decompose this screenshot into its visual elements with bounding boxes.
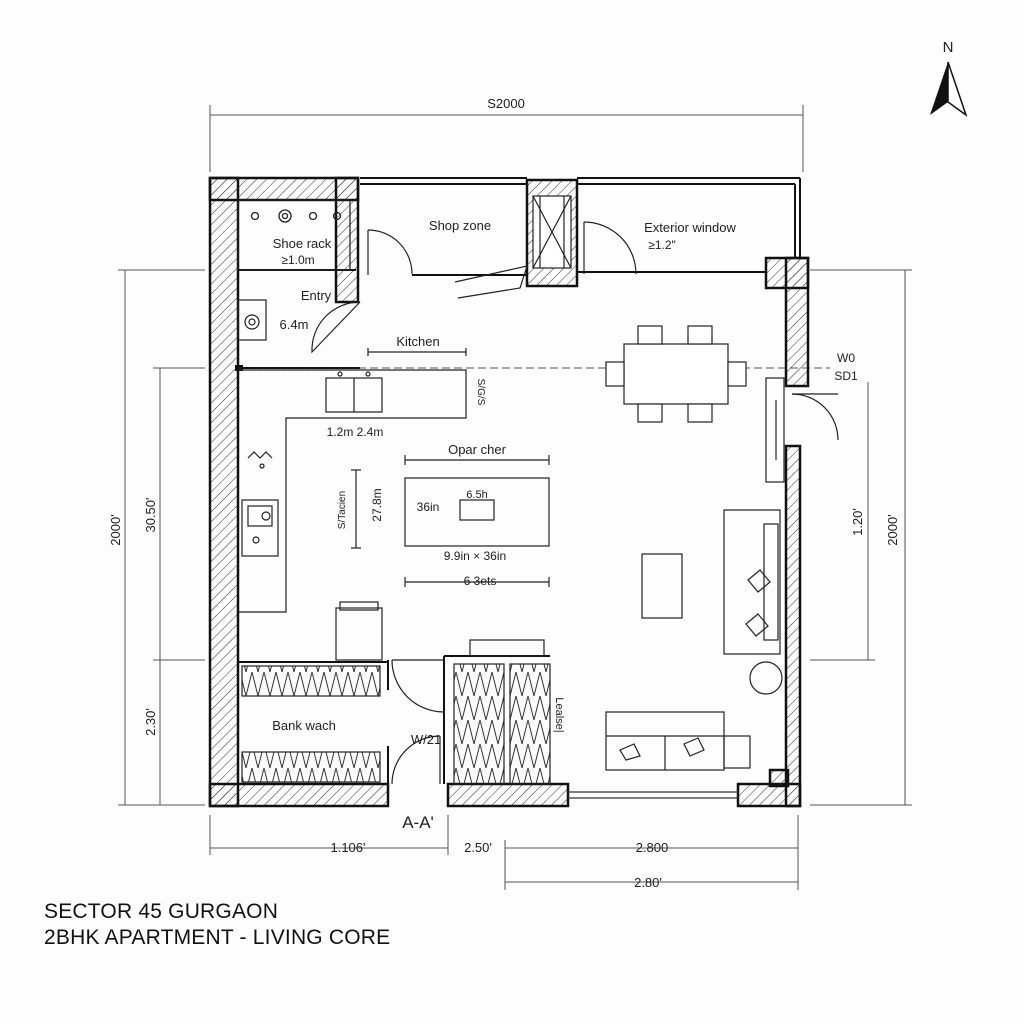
kitchen-counter — [238, 348, 467, 613]
counter-dim: 1.2m 2.4m — [327, 425, 384, 439]
sd-tag: SD1 — [834, 369, 858, 383]
bottom-window — [568, 791, 738, 799]
toilet-icon — [237, 299, 267, 341]
side-table — [749, 661, 783, 695]
exterior-window-label: Exterior window — [644, 220, 736, 235]
dimension-lines — [118, 105, 912, 890]
wd-tag: W0 — [837, 351, 855, 365]
sofa-bottom — [605, 711, 751, 771]
table-side-dim: 27.8m — [370, 488, 384, 521]
dim-bottom-right-outer: 2.80' — [634, 875, 662, 890]
dim-right-inner: 1.20' — [850, 508, 865, 536]
storage-cabinet — [532, 195, 572, 269]
kitchen-label: Kitchen — [396, 334, 439, 349]
desk — [469, 639, 545, 657]
table-inner-dim: 6.5h — [466, 489, 487, 501]
entry-dim: 6.4m — [280, 317, 309, 332]
title-line-2: 2BHK APARTMENT - LIVING CORE — [44, 926, 391, 949]
section-marker: A-A' — [402, 813, 434, 832]
closet-top — [241, 665, 381, 697]
dim-bottom-mid: 2.50' — [464, 840, 492, 855]
table-label: Opar cher — [448, 442, 506, 457]
title-line-1: SECTOR 45 GURGAON — [44, 900, 279, 923]
kitchen-vertical-label: S/G/S — [475, 379, 486, 406]
wardrobe-left — [453, 663, 505, 785]
dim-bottom-right: 2.800 — [636, 840, 669, 855]
table-left-dim: 36in — [417, 500, 440, 514]
island-table — [351, 455, 550, 587]
dining-table — [238, 325, 830, 423]
shoe-rack-label: Shoe rack — [273, 236, 332, 251]
door-tag: W/21 — [411, 732, 441, 747]
table-size-dim: 9.9in × 36in — [444, 549, 506, 563]
sofa-right — [723, 509, 781, 655]
exterior-window-dim: ≥1.2" — [648, 238, 676, 252]
dim-left-lower: 2.30' — [143, 708, 158, 736]
wardrobe-right — [509, 663, 551, 785]
north-arrow-icon — [930, 61, 968, 117]
dim-right-outer: 2000' — [885, 514, 900, 545]
table-sets-label: 6 3ets — [464, 574, 497, 588]
right-window — [765, 377, 785, 483]
shoe-rack-dim: ≥1.0m — [281, 253, 314, 267]
dim-left-outer: 2000' — [108, 514, 123, 545]
north-label: N — [943, 39, 954, 56]
dim-top-overall: S2000 — [487, 96, 525, 111]
fridge-unit — [335, 601, 383, 661]
dim-bottom-left: 1.106' — [330, 840, 365, 855]
dim-left-upper: 30.50' — [143, 497, 158, 532]
shoe-rack — [237, 199, 351, 271]
shop-zone-label: Shop zone — [429, 218, 491, 233]
closet-label: Lealse| — [553, 697, 565, 732]
closet-bottom — [241, 751, 381, 783]
bank-wach-label: Bank wach — [272, 718, 336, 733]
door-swings — [311, 221, 839, 785]
entry-label: Entry — [301, 288, 332, 303]
sink-fixture — [241, 451, 279, 557]
table-side-far-dim: S/Tacien — [337, 491, 348, 529]
coffee-table — [641, 553, 683, 619]
